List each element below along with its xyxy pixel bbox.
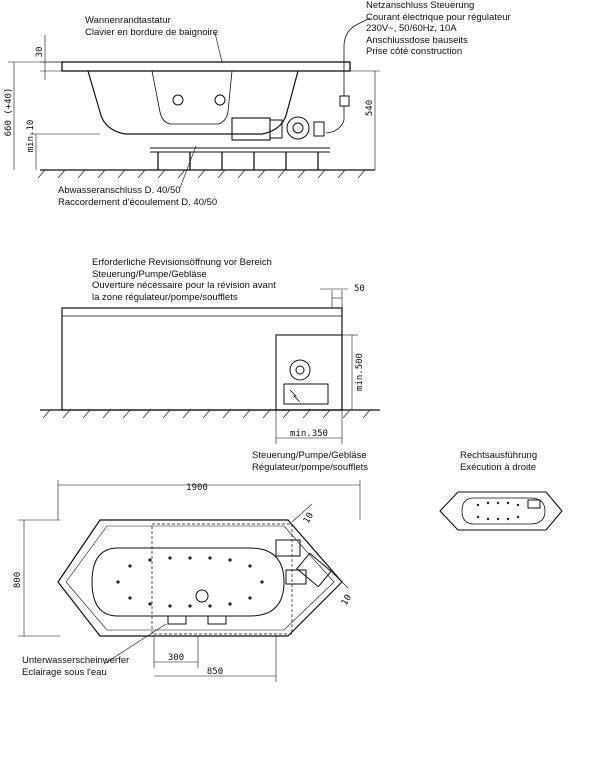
dim-inspection-width: min.350: [290, 429, 328, 439]
label-drain: Abwasseranschluss D. 40/50 Raccordement …: [58, 185, 217, 208]
label-underwater-light: Unterwasserscheinwerfer Eclairage sous l…: [22, 655, 129, 678]
dim-inspection-depth: 50: [354, 284, 365, 294]
dim-inspection-height: min.500: [355, 353, 365, 391]
inspection-line-3: Ouverture nécessaire pour la révision av…: [92, 280, 276, 291]
rim-control-de: Wannenrandtastatur: [85, 15, 171, 26]
inspection-line-4: la zone régulateur/pompe/soufflets: [92, 291, 238, 303]
dim-width: 800: [13, 572, 23, 588]
power-line-4: Anschlussdose bauseits: [366, 34, 468, 46]
power-line-5: Prise côté construction: [366, 46, 463, 57]
dim-min-feet: min.10: [26, 120, 36, 153]
side-elevation: 30 660 (+40) min.10 540: [4, 17, 380, 189]
inspection-view: 50 min.500 min.350: [40, 284, 380, 444]
dim-rim: 30: [35, 47, 45, 58]
label-rim-control: Wannenrandtastatur Clavier en bordure de…: [85, 15, 218, 38]
label-power: Netzanschluss Steuerung Courant électriq…: [366, 0, 511, 58]
plan-view: 1900 800 10 10: [13, 480, 361, 682]
rim-control-fr: Clavier en bordure de baignoire: [85, 26, 219, 38]
dim-light-offset: 300: [168, 653, 184, 663]
dim-total-height: 660 (+40): [4, 88, 14, 137]
right-version-de: Rechtsausführung: [460, 450, 538, 461]
drain-fr: Raccordement d'écoulement D. 40/50: [58, 196, 218, 208]
dim-corner-b: 10: [340, 593, 354, 607]
label-inspection: Erforderliche Revisionsöffnung vor Berei…: [92, 257, 276, 303]
label-right-version: Rechtsausführung Exécution à droite: [460, 450, 537, 473]
power-line-2: Courant électrique pour régulateur: [366, 11, 511, 23]
power-line-3: 230V~, 50/60Hz, 10A: [366, 23, 457, 34]
inspection-line-2: Steuerung/Pumpe/Gebläse: [92, 268, 207, 280]
inspection-line-1: Erforderliche Revisionsöffnung vor Berei…: [92, 257, 272, 268]
control-unit-de: Steuerung/Pumpe/Gebläse: [252, 450, 367, 461]
dim-tub-height: 540: [365, 100, 375, 116]
drain-de: Abwasseranschluss D. 40/50: [58, 185, 181, 196]
dim-length: 1900: [186, 483, 208, 493]
underwater-light-de: Unterwasserscheinwerfer: [22, 655, 130, 666]
right-version-plan: [439, 491, 563, 531]
control-unit-fr: Régulateur/pompe/soufflets: [252, 461, 369, 473]
dim-corner-a: 10: [302, 511, 316, 525]
underwater-light-fr: Eclairage sous l'eau: [22, 666, 107, 678]
label-control-unit: Steuerung/Pumpe/Gebläse Régulateur/pompe…: [252, 450, 368, 473]
power-line-1: Netzanschluss Steuerung: [366, 0, 475, 11]
right-version-fr: Exécution à droite: [460, 461, 537, 473]
dim-center-offset: 850: [207, 667, 223, 677]
